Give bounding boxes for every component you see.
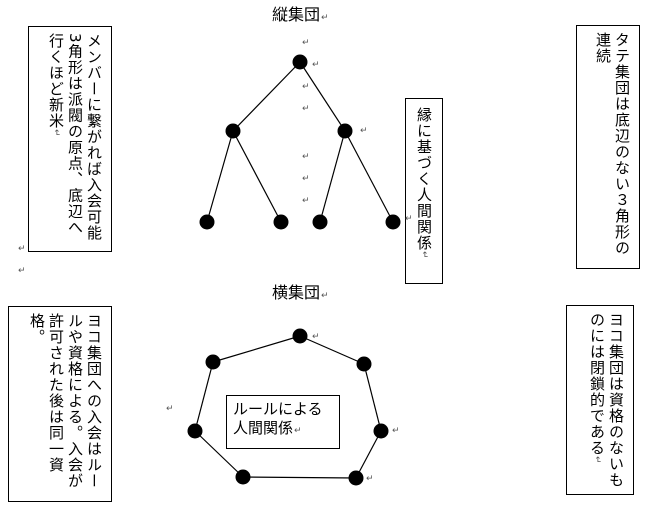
vertical-right-note: タテ集団は底辺のない３角形の連続	[594, 32, 631, 256]
paragraph-mark: ↵	[366, 474, 374, 484]
vertical-group-title: 縦集団↵	[272, 5, 329, 24]
polygon-edge	[363, 363, 382, 432]
polygon-edges	[194, 335, 382, 479]
polygon-edge	[355, 430, 382, 479]
horizontal-group-title: 横集団↵	[272, 283, 329, 302]
polygon-edge	[194, 430, 244, 478]
paragraph-mark: ↵	[166, 404, 174, 414]
tree-node	[292, 54, 308, 70]
paragraph-mark: ↵	[405, 214, 413, 224]
paragraph-mark: ↵	[51, 129, 61, 138]
paragraph-mark: ↵	[18, 266, 26, 276]
vertical-left-note-box: メンバーに繋がれば入会可能3角形は派閥の原点、底辺へ行くほど新米↵	[28, 26, 112, 252]
paragraph-mark: ↵	[392, 426, 400, 436]
horizontal-left-note-box: ヨコ集団への入会はルールや資格による。入会が許可された後は同一資格。	[8, 306, 112, 502]
paragraph-mark: ↵	[321, 13, 329, 23]
vertical-middle-note: 縁に基づく人間関係↵	[415, 107, 433, 260]
paragraph-mark: ↵	[302, 152, 310, 162]
polygon-edge	[242, 476, 357, 479]
paragraph-mark: ↵	[302, 38, 310, 48]
tree-edge	[344, 130, 394, 223]
vertical-middle-note-box: 縁に基づく人間関係↵	[405, 98, 443, 284]
tree-edges	[206, 61, 394, 223]
vertical-right-note-box: タテ集団は底辺のない３角形の連続	[576, 25, 640, 269]
tree-edge	[232, 61, 301, 132]
tree-node	[225, 123, 241, 139]
tree-node	[385, 214, 401, 230]
paragraph-mark: ↵	[312, 60, 320, 70]
paragraph-mark: ↵	[302, 174, 310, 184]
horizontal-right-note: ヨコ集団は資格のないものには閉鎖的である↵	[588, 312, 625, 488]
paragraph-mark: ↵	[419, 251, 429, 260]
polygon-node	[205, 354, 221, 370]
polygon-node	[292, 328, 308, 344]
tree-edge	[206, 130, 234, 223]
polygon-node	[356, 356, 372, 372]
paragraph-mark: ↵	[592, 456, 602, 465]
polygon-node	[187, 423, 203, 439]
tree-node	[273, 214, 289, 230]
paragraph-mark: ↵	[360, 126, 368, 136]
paragraph-mark: ↵	[312, 332, 320, 342]
horizontal-center-note-box: ルールによる人間関係↵	[226, 395, 340, 449]
polygon-node	[348, 470, 364, 486]
polygon-edge	[299, 335, 365, 365]
tree-node	[199, 214, 215, 230]
horizontal-right-note-box: ヨコ集団は資格のないものには閉鎖的である↵	[566, 305, 634, 495]
tree-edge	[299, 61, 346, 132]
tree-nodes	[199, 54, 401, 230]
paragraph-mark: ↵	[321, 291, 329, 301]
tree-node	[337, 123, 353, 139]
paragraph-mark: ↵	[302, 104, 310, 114]
polygon-node	[373, 423, 389, 439]
paragraph-mark: ↵	[18, 244, 26, 254]
polygon-edge	[194, 361, 214, 432]
polygon-edge	[212, 335, 301, 363]
paragraph-mark: ↵	[302, 196, 310, 206]
paragraph-mark: ↵	[302, 82, 310, 92]
tree-node	[312, 214, 328, 230]
tree-edge	[232, 130, 282, 223]
tree-edge	[319, 130, 346, 223]
polygon-node	[235, 469, 251, 485]
polygon-nodes	[187, 328, 389, 486]
horizontal-center-note: ルールによる人間関係	[233, 400, 323, 437]
horizontal-left-note: ヨコ集団への入会はルールや資格による。入会が許可された後は同一資格。	[28, 313, 103, 489]
vertical-left-note: メンバーに繋がれば入会可能3角形は派閥の原点、底辺へ行くほど新米↵	[47, 33, 103, 241]
paragraph-mark: ↵	[294, 426, 302, 436]
